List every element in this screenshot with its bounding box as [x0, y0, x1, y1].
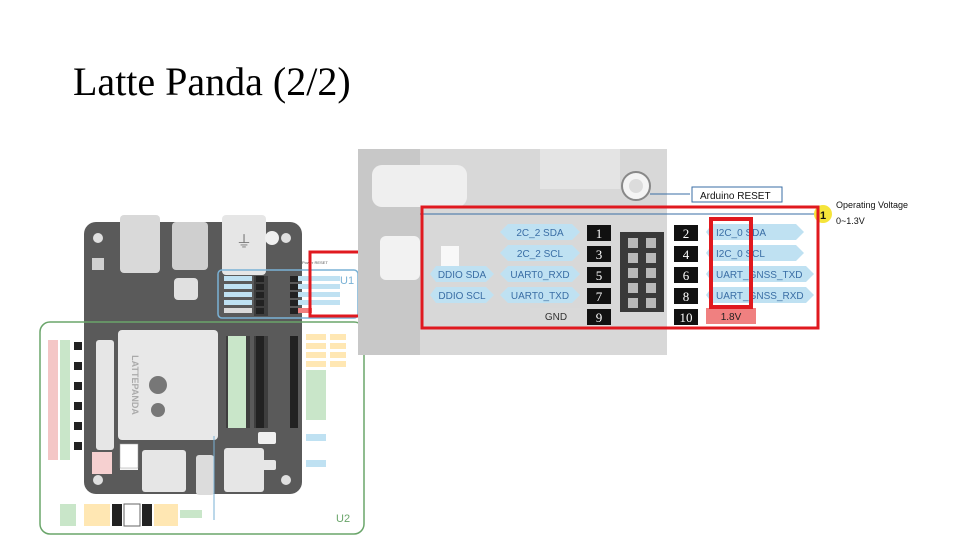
usb-port-1 — [120, 215, 160, 273]
pin10-label-shape — [706, 308, 756, 324]
pin3-label: 2C_2 SCL — [517, 249, 564, 260]
hdmi-port — [142, 450, 186, 492]
pin7-extra: DDIO SCL — [438, 291, 486, 302]
pin9-number: 9 — [596, 310, 603, 325]
brand-label: LATTEPANDA — [130, 355, 140, 415]
usb-icon: ⏚ — [236, 233, 252, 251]
u2-region: U2 POWER RESET — [39, 321, 365, 535]
pin3-number: 3 — [596, 247, 603, 262]
mount-hole-tr — [281, 233, 291, 243]
arduino-reset-box — [691, 186, 783, 203]
pin4-number: 4 — [683, 247, 690, 262]
mount-hole-tl — [93, 233, 103, 243]
pin8-label: UART_GNSS_RXD — [716, 291, 804, 302]
pin9-label-shape — [530, 308, 582, 324]
pin7-number: 7 — [596, 289, 603, 304]
pin2-number: 2 — [683, 226, 690, 241]
pin5-label: UART0_RXD — [510, 270, 569, 281]
pin6-label: UART_GNSS_TXD — [716, 270, 803, 281]
pin3-label-shape — [500, 245, 580, 261]
pin-labels-left: 2C_2 SDA 2C_2 SCL DDIO SDA UART0_RXD DDI… — [430, 224, 582, 324]
pin5-extra-shape — [430, 266, 494, 282]
u1-label: U1 — [340, 275, 354, 287]
pin-numbers-right: 2 4 6 8 10 — [674, 225, 698, 325]
pin-labels-right: I2C_0 SDA I2C_0 SCL UART_GNSS_TXD UART_G… — [706, 224, 814, 324]
op-voltage-value: 0~1.3V — [836, 216, 865, 226]
pin1-label: 2C_2 SDA — [516, 228, 564, 239]
slide-title: Latte Panda (2/2) — [73, 59, 351, 104]
zoom-highlight-box — [420, 205, 820, 330]
pin6-number: 6 — [683, 268, 690, 283]
power-reset-button — [265, 231, 279, 245]
op-voltage-title: Operating Voltage — [836, 200, 908, 210]
soc-chip — [118, 330, 218, 440]
pin7-label: UART0_TXD — [511, 291, 569, 302]
pin6-label-shape — [706, 266, 814, 282]
pin7-extra-shape — [430, 287, 494, 303]
pin8-label-shape — [706, 287, 814, 303]
pin-numbers-left: 1 3 5 7 9 — [587, 225, 611, 325]
pin1-label-shape — [500, 224, 580, 240]
mount-hole-br — [281, 475, 291, 485]
mount-hole-bl — [93, 475, 103, 485]
pin5-number: 5 — [596, 268, 603, 283]
pin5-extra: DDIO SDA — [438, 270, 487, 281]
usb-port-2 — [172, 222, 208, 270]
pin7-label-shape — [500, 287, 580, 303]
svg-text:1: 1 — [820, 210, 826, 222]
pin1-number: 1 — [596, 226, 603, 241]
latte-panda-board: ⏚ LATTEPANDA — [84, 215, 302, 495]
pin5-label-shape — [500, 266, 580, 282]
pin2-label: I2C_0 SDA — [716, 228, 766, 239]
pin9-label: GND — [545, 312, 567, 323]
pin8-number: 8 — [683, 289, 690, 304]
u2-label: U2 — [336, 513, 350, 525]
header-connector — [620, 232, 664, 312]
i2c-uart-highlight-box — [709, 217, 753, 309]
pin10-label: 1.8V — [721, 312, 742, 323]
pin4-label-shape — [706, 245, 804, 261]
power-reset-label: Power RESET — [302, 260, 328, 265]
pin4-label: I2C_0 SCL — [716, 249, 765, 260]
arduino-reset-label: Arduino RESET — [700, 191, 771, 202]
pin2-label-shape — [706, 224, 804, 240]
pin10-number: 10 — [680, 310, 693, 325]
usb-port-3 — [222, 215, 266, 275]
